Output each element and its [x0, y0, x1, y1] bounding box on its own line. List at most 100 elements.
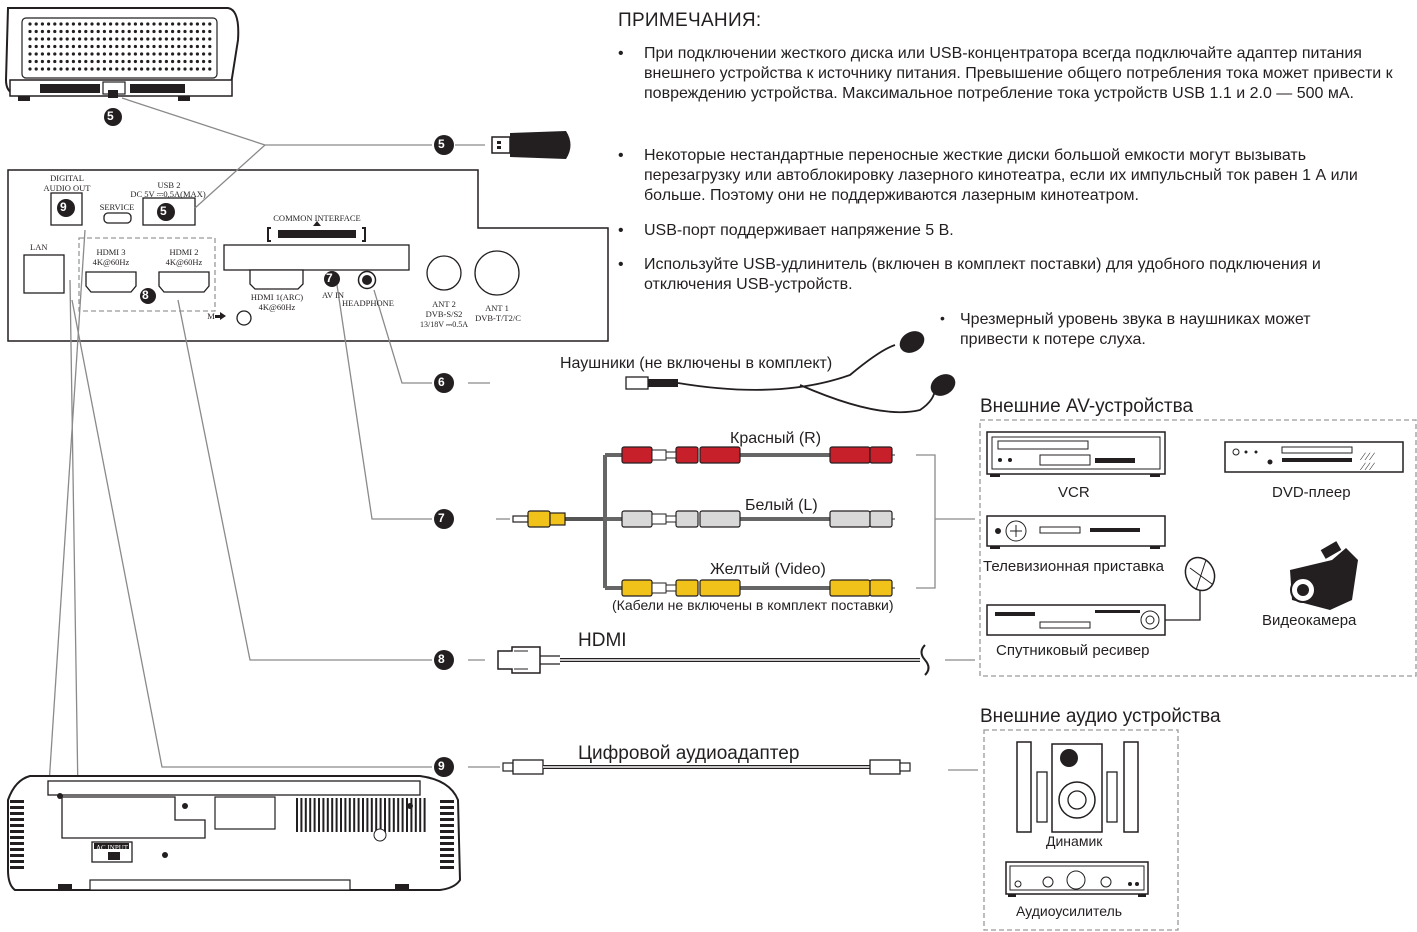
grill-slot — [388, 798, 391, 832]
rca-pin — [665, 451, 677, 459]
grill-dot — [202, 37, 206, 41]
grill-dot — [183, 59, 187, 64]
grill-dot — [127, 67, 131, 71]
label-amplifier: Аудиоусилитель — [1016, 903, 1123, 919]
grill-dot — [177, 22, 181, 26]
label-settop: Телевизионная приставка — [983, 558, 1164, 575]
badge-5-top — [104, 108, 122, 126]
badge-number: 9 — [438, 759, 445, 773]
label-hdmi3: HDMI 3 — [96, 247, 126, 257]
rca-connector — [621, 579, 653, 597]
grill-dot — [47, 22, 51, 26]
grill-dot — [115, 37, 119, 41]
grill-dot — [78, 44, 82, 49]
grill-slot — [406, 798, 408, 832]
grill-dot — [171, 29, 175, 34]
label-red: Красный (R) — [730, 430, 822, 447]
grill-dot — [34, 44, 38, 49]
grill-dot — [40, 59, 45, 64]
grill-dot — [189, 44, 193, 49]
label-headphone: HEADPHONE — [342, 298, 394, 308]
grill-dot — [59, 67, 63, 71]
grill-slot — [357, 798, 360, 832]
label-not-included: (Кабели не включены в комплект поставки) — [612, 597, 894, 613]
grill-dot — [146, 22, 150, 26]
grill-dot — [177, 44, 181, 49]
grill-dot — [177, 29, 181, 34]
grill-dot — [90, 67, 94, 71]
grill-dot — [208, 29, 212, 34]
grill-dot — [133, 44, 137, 49]
grill-slot — [414, 798, 417, 832]
grill-dot — [183, 67, 187, 71]
grill-dot — [152, 67, 156, 71]
satellite-receiver-graphic — [986, 556, 1216, 636]
grill-dot — [40, 44, 45, 49]
grill-dot — [47, 59, 51, 64]
badge-number: 8 — [438, 652, 445, 666]
grill-dot — [59, 44, 63, 49]
grill-dot — [71, 67, 75, 71]
label-hdmi2-spec: 4K@60Hz — [165, 257, 203, 267]
rca-socket — [651, 449, 667, 461]
grill-dot — [195, 52, 199, 56]
rca-connector — [829, 579, 871, 597]
grill-dot — [96, 67, 100, 71]
grill-dot — [115, 44, 119, 49]
rca-connector — [699, 579, 741, 597]
grill-dot — [59, 37, 63, 41]
label-digital-audio-out: DIGITAL AUDIO OUT — [43, 173, 91, 193]
grill-dot — [183, 52, 187, 56]
grill-dot — [65, 44, 69, 49]
grill-dot — [102, 59, 106, 64]
grill-slot — [410, 798, 413, 832]
rca-connector — [621, 510, 653, 528]
badge-number: 7 — [326, 271, 333, 285]
usb-stick — [491, 131, 571, 159]
grill-slot — [318, 798, 320, 832]
grill-dot — [59, 29, 63, 34]
grill-dot — [28, 29, 32, 34]
grill-dot — [121, 29, 125, 34]
grill-dot — [40, 22, 45, 26]
grill-dot — [121, 44, 125, 49]
grill-slot — [296, 798, 298, 832]
grill-dot — [102, 22, 106, 26]
label-headphones: Наушники (не включены в комплект) — [560, 355, 833, 372]
grill-dot — [115, 22, 119, 26]
grill-dot — [78, 29, 82, 34]
grill-dot — [133, 29, 137, 34]
grill-dot — [71, 37, 75, 41]
grill-slot — [362, 798, 364, 832]
grill-dot — [71, 52, 75, 56]
grill-dot — [84, 44, 88, 49]
grill-dot — [78, 52, 82, 56]
label-lan: LAN — [30, 242, 48, 252]
label-usb2-spec: DC 5V ⎓0,5A(MAX) — [130, 189, 206, 199]
grill-dot — [102, 67, 106, 71]
grill-dot — [164, 22, 168, 26]
grill-slot — [340, 798, 342, 832]
grill-dot — [59, 52, 63, 56]
grill-dot — [84, 29, 88, 34]
grill-dot — [96, 52, 100, 56]
grill-dot — [127, 22, 131, 26]
grill-dot — [71, 59, 75, 64]
rca-connector — [869, 446, 893, 464]
grill-dot — [171, 22, 175, 26]
grill-slot — [366, 798, 369, 832]
grill-dot — [152, 29, 156, 34]
badge-number: 6 — [438, 375, 445, 389]
grill-dot — [109, 44, 113, 49]
grill-dot — [121, 59, 125, 64]
grill-dot — [53, 44, 57, 49]
grill-dot — [127, 37, 131, 41]
grill-dot — [28, 37, 32, 41]
amplifier-graphic — [1005, 861, 1149, 897]
grill-dot — [90, 37, 94, 41]
grill-dot — [208, 37, 212, 41]
leader-lines — [47, 97, 620, 801]
grill-dot — [189, 67, 193, 71]
grill-dot — [140, 67, 144, 71]
